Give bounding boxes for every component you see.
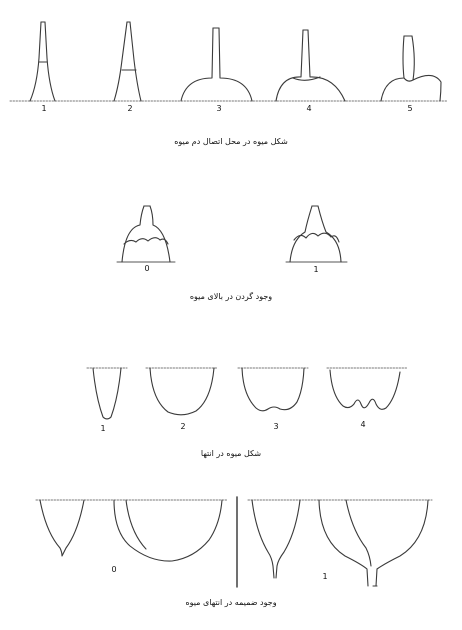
stalk-shape-2	[114, 22, 141, 101]
panel-1-label-3: 3	[216, 104, 221, 114]
panel-4-label-0: 0	[111, 565, 116, 575]
panel-1-label-2: 2	[127, 104, 132, 114]
panel-3-label-3: 3	[273, 422, 278, 432]
panel-1-caption: شکل میوه در محل اتصال دم میوه	[0, 136, 462, 148]
panel-3-label-4: 4	[360, 420, 365, 430]
panel-2-drawings	[117, 206, 347, 262]
panel-2-label-0: 0	[144, 264, 149, 274]
stalk-shape-5	[381, 36, 441, 101]
end-shape-2	[150, 368, 214, 415]
panel-1-label-5: 5	[407, 104, 412, 114]
stalk-shape-4	[276, 30, 345, 101]
neck-shape-1	[290, 206, 341, 262]
appendage-shape-1-small	[252, 500, 300, 578]
end-shape-1	[93, 368, 121, 419]
panel-1-drawings	[10, 22, 448, 101]
appendage-shape-0-large	[114, 500, 222, 561]
stalk-shape-3	[181, 28, 252, 101]
panel-2-caption: وجود گردن در بالای میوه	[0, 291, 462, 303]
panel-4-drawings	[36, 497, 432, 587]
panel-3-label-1: 1	[100, 424, 105, 434]
panel-4-caption: وجود ضمیمه در انتهای میوه	[0, 597, 462, 609]
panel-3-caption: شکل میوه در انتها	[0, 448, 462, 460]
panel-1-label-1: 1	[41, 104, 46, 114]
panel-4-label-1: 1	[322, 572, 327, 582]
stalk-shape-1	[30, 22, 55, 101]
panel-3-label-2: 2	[180, 422, 185, 432]
end-shape-3	[242, 368, 304, 411]
appendage-shape-0-small	[40, 500, 84, 556]
appendage-shape-1-large	[319, 500, 428, 586]
panel-2-label-1: 1	[313, 265, 318, 275]
neck-shape-0	[122, 206, 170, 262]
panel-1-label-4: 4	[306, 104, 311, 114]
end-shape-4	[330, 370, 400, 409]
panel-3-drawings	[87, 368, 408, 419]
